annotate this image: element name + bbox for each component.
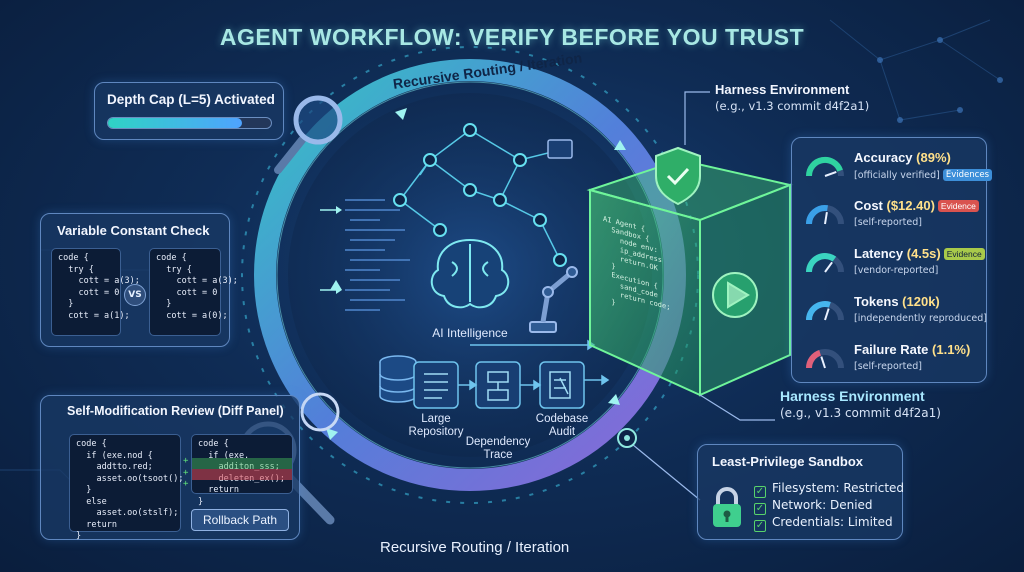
brain-icon bbox=[430, 238, 510, 309]
loop-arrows bbox=[326, 108, 626, 440]
database-icon bbox=[379, 355, 417, 403]
play-icon bbox=[712, 272, 758, 318]
evidence-badge: Evidences bbox=[942, 169, 992, 181]
harness-bottom: Harness Environment (e.g., v1.3 commit d… bbox=[780, 388, 980, 420]
gauge-icon bbox=[806, 349, 844, 369]
metric-note-text: [officially verified] bbox=[854, 170, 940, 181]
metric-note: [officially verified]Evidences bbox=[854, 169, 992, 181]
flow-arrows bbox=[458, 339, 610, 391]
padlock-icon bbox=[710, 485, 744, 533]
sandbox-item-credentials: ✓ Credentials: Limited bbox=[754, 515, 893, 532]
metric-note-text: [self-reported] bbox=[854, 217, 922, 228]
self-mod-title: Self-Modification Review (Diff Panel) bbox=[67, 404, 284, 418]
gauge-icon bbox=[806, 253, 844, 273]
metric-name: Accuracy (89%) bbox=[854, 150, 951, 165]
metric-label: Cost bbox=[854, 198, 887, 213]
depth-cap-bar-track bbox=[107, 117, 272, 129]
metric-label: Tokens bbox=[854, 294, 903, 309]
sandbox-item-label: Network: Denied bbox=[772, 498, 873, 512]
variable-constant-check-panel: Variable Constant Check code { try { cot… bbox=[40, 213, 238, 347]
node-boxes bbox=[413, 361, 585, 409]
magnifier-icon-top bbox=[274, 95, 343, 174]
shield-check-icon bbox=[655, 146, 701, 206]
metric-label: Accuracy bbox=[854, 150, 917, 165]
loop-label-bottom: Recursive Routing / Iteration bbox=[380, 539, 570, 556]
diff-plus-markers: +++ bbox=[183, 456, 189, 489]
gauge-icon bbox=[806, 205, 844, 225]
sandbox-item-filesystem: ✓ Filesystem: Restricted bbox=[754, 481, 904, 498]
metric-name: Cost ($12.40)Evidence bbox=[854, 198, 979, 213]
robot-arm-icon bbox=[529, 266, 578, 333]
evidence-badge: Evidence bbox=[937, 200, 979, 212]
vs-badge: VS bbox=[124, 284, 146, 306]
depth-cap-bar-fill bbox=[108, 118, 242, 128]
diff-removed-highlight bbox=[192, 469, 292, 480]
diff-added-highlight bbox=[192, 458, 292, 469]
metric-note-text: [independently reproduced] bbox=[854, 313, 987, 324]
metric-label: Latency bbox=[854, 246, 907, 261]
sandbox-title: Least-Privilege Sandbox bbox=[712, 454, 863, 469]
metric-name: Latency (4.5s)Evidence bbox=[854, 246, 985, 261]
sandbox-item-label: Filesystem: Restricted bbox=[772, 481, 905, 495]
metric-value: (1.1%) bbox=[932, 342, 971, 357]
metric-note: [independently reproduced] bbox=[854, 313, 987, 324]
metrics-panel: Accuracy (89%)[officially verified]Evide… bbox=[791, 137, 992, 383]
code-lines-decor bbox=[345, 199, 410, 311]
variable-check-title: Variable Constant Check bbox=[57, 223, 210, 238]
sandbox-item-network: ✓ Network: Denied bbox=[754, 498, 873, 515]
metric-note: [self-reported] bbox=[854, 217, 922, 228]
self-modification-panel: Self-Modification Review (Diff Panel) co… bbox=[40, 395, 300, 541]
metric-value: ($12.40) bbox=[886, 198, 935, 213]
variable-check-right-code: code { try { cott = a(3); cott = 0 } cot… bbox=[149, 248, 238, 336]
harness-top-title: Harness Environment bbox=[715, 82, 850, 97]
vs-label: VS bbox=[128, 290, 142, 300]
metric-row: Latency (4.5s)Evidence [vendor-reported] bbox=[792, 238, 988, 284]
callout-lines bbox=[626, 91, 775, 501]
metric-value: (4.5s) bbox=[906, 246, 941, 261]
metric-name: Tokens (120k) bbox=[854, 294, 940, 309]
harness-bottom-subtitle: (e.g., v1.3 commit d4f2a1) bbox=[780, 406, 941, 420]
metric-label: Failure Rate bbox=[854, 342, 933, 357]
checkbox-checked-icon: ✓ bbox=[754, 503, 766, 515]
metric-value: (89%) bbox=[916, 150, 951, 165]
metric-note: [vendor-reported] bbox=[854, 265, 938, 276]
depth-cap-label: Depth Cap (L=5) Activated bbox=[107, 92, 275, 107]
page-title: AGENT WORKFLOW: VERIFY BEFORE YOU TRUST bbox=[219, 24, 805, 50]
checkbox-checked-icon: ✓ bbox=[754, 520, 766, 532]
checkbox-checked-icon: ✓ bbox=[754, 486, 766, 498]
least-privilege-sandbox-panel: Least-Privilege Sandbox ✓ Filesystem: Res… bbox=[697, 444, 904, 540]
variable-check-left-code: code { try { cott = a(3); cott = 0 } cot… bbox=[51, 248, 140, 336]
harness-bottom-title: Harness Environment bbox=[780, 388, 925, 404]
metric-row: Failure Rate (1.1%) [self-reported] bbox=[792, 334, 988, 380]
harness-top: Harness Environment (e.g., v1.3 commit d… bbox=[715, 82, 915, 113]
gauge-icon bbox=[805, 156, 844, 177]
depth-cap-panel: Depth Cap (L=5) Activated bbox=[94, 82, 284, 140]
metric-note: [self-reported] bbox=[854, 361, 922, 372]
metric-row: Tokens (120k) [independently reproduced] bbox=[792, 286, 988, 332]
metric-value: (120k) bbox=[902, 294, 940, 309]
cube-code: AI Agent { Sandbox { node env: ip_addres… bbox=[603, 214, 671, 312]
ai-intelligence-label: AI Intelligence bbox=[432, 326, 508, 340]
metric-row: Cost ($12.40)Evidence [self-reported] bbox=[792, 190, 988, 236]
evidence-badge: Evidence bbox=[943, 248, 985, 260]
harness-top-subtitle: (e.g., v1.3 commit d4f2a1) bbox=[715, 99, 870, 113]
metric-note-text: [vendor-reported] bbox=[854, 265, 939, 276]
metric-note-text: [self-reported] bbox=[854, 361, 922, 372]
diff-left-code: code { if (exe.nod { addtto.red; asset.o… bbox=[69, 434, 183, 541]
sandbox-item-label: Credentials: Limited bbox=[772, 515, 893, 529]
gauge-icon bbox=[806, 301, 844, 321]
rollback-path-button[interactable]: Rollback Path bbox=[191, 509, 289, 531]
left-flow-arrows bbox=[320, 206, 342, 294]
metric-row: Accuracy (89%) [officially verified]Evide… bbox=[792, 142, 992, 188]
metric-name: Failure Rate (1.1%) bbox=[854, 342, 970, 357]
